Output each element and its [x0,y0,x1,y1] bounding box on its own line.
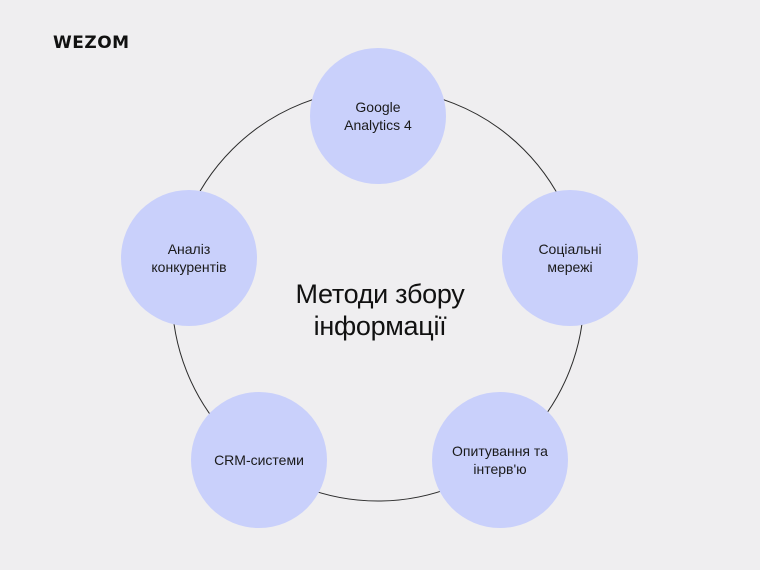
node-label: Аналіз конкурентів [151,241,227,275]
node-label: Опитування та інтерв'ю [452,443,548,477]
node-google-analytics: Google Analytics 4 [310,48,446,184]
node-crm-systems: CRM-системи [191,392,327,528]
node-label: Соціальні мережі [538,241,602,275]
node-label: CRM-системи [214,452,304,468]
wezom-logo: WEZOM [53,33,130,53]
node-competitor-analysis: Аналіз конкурентів [121,190,257,326]
center-title: Методи збору інформації [295,279,465,341]
node-label: Google Analytics 4 [344,99,412,133]
node-social-networks: Соціальні мережі [502,190,638,326]
node-surveys-interviews: Опитування та інтерв'ю [432,392,568,528]
